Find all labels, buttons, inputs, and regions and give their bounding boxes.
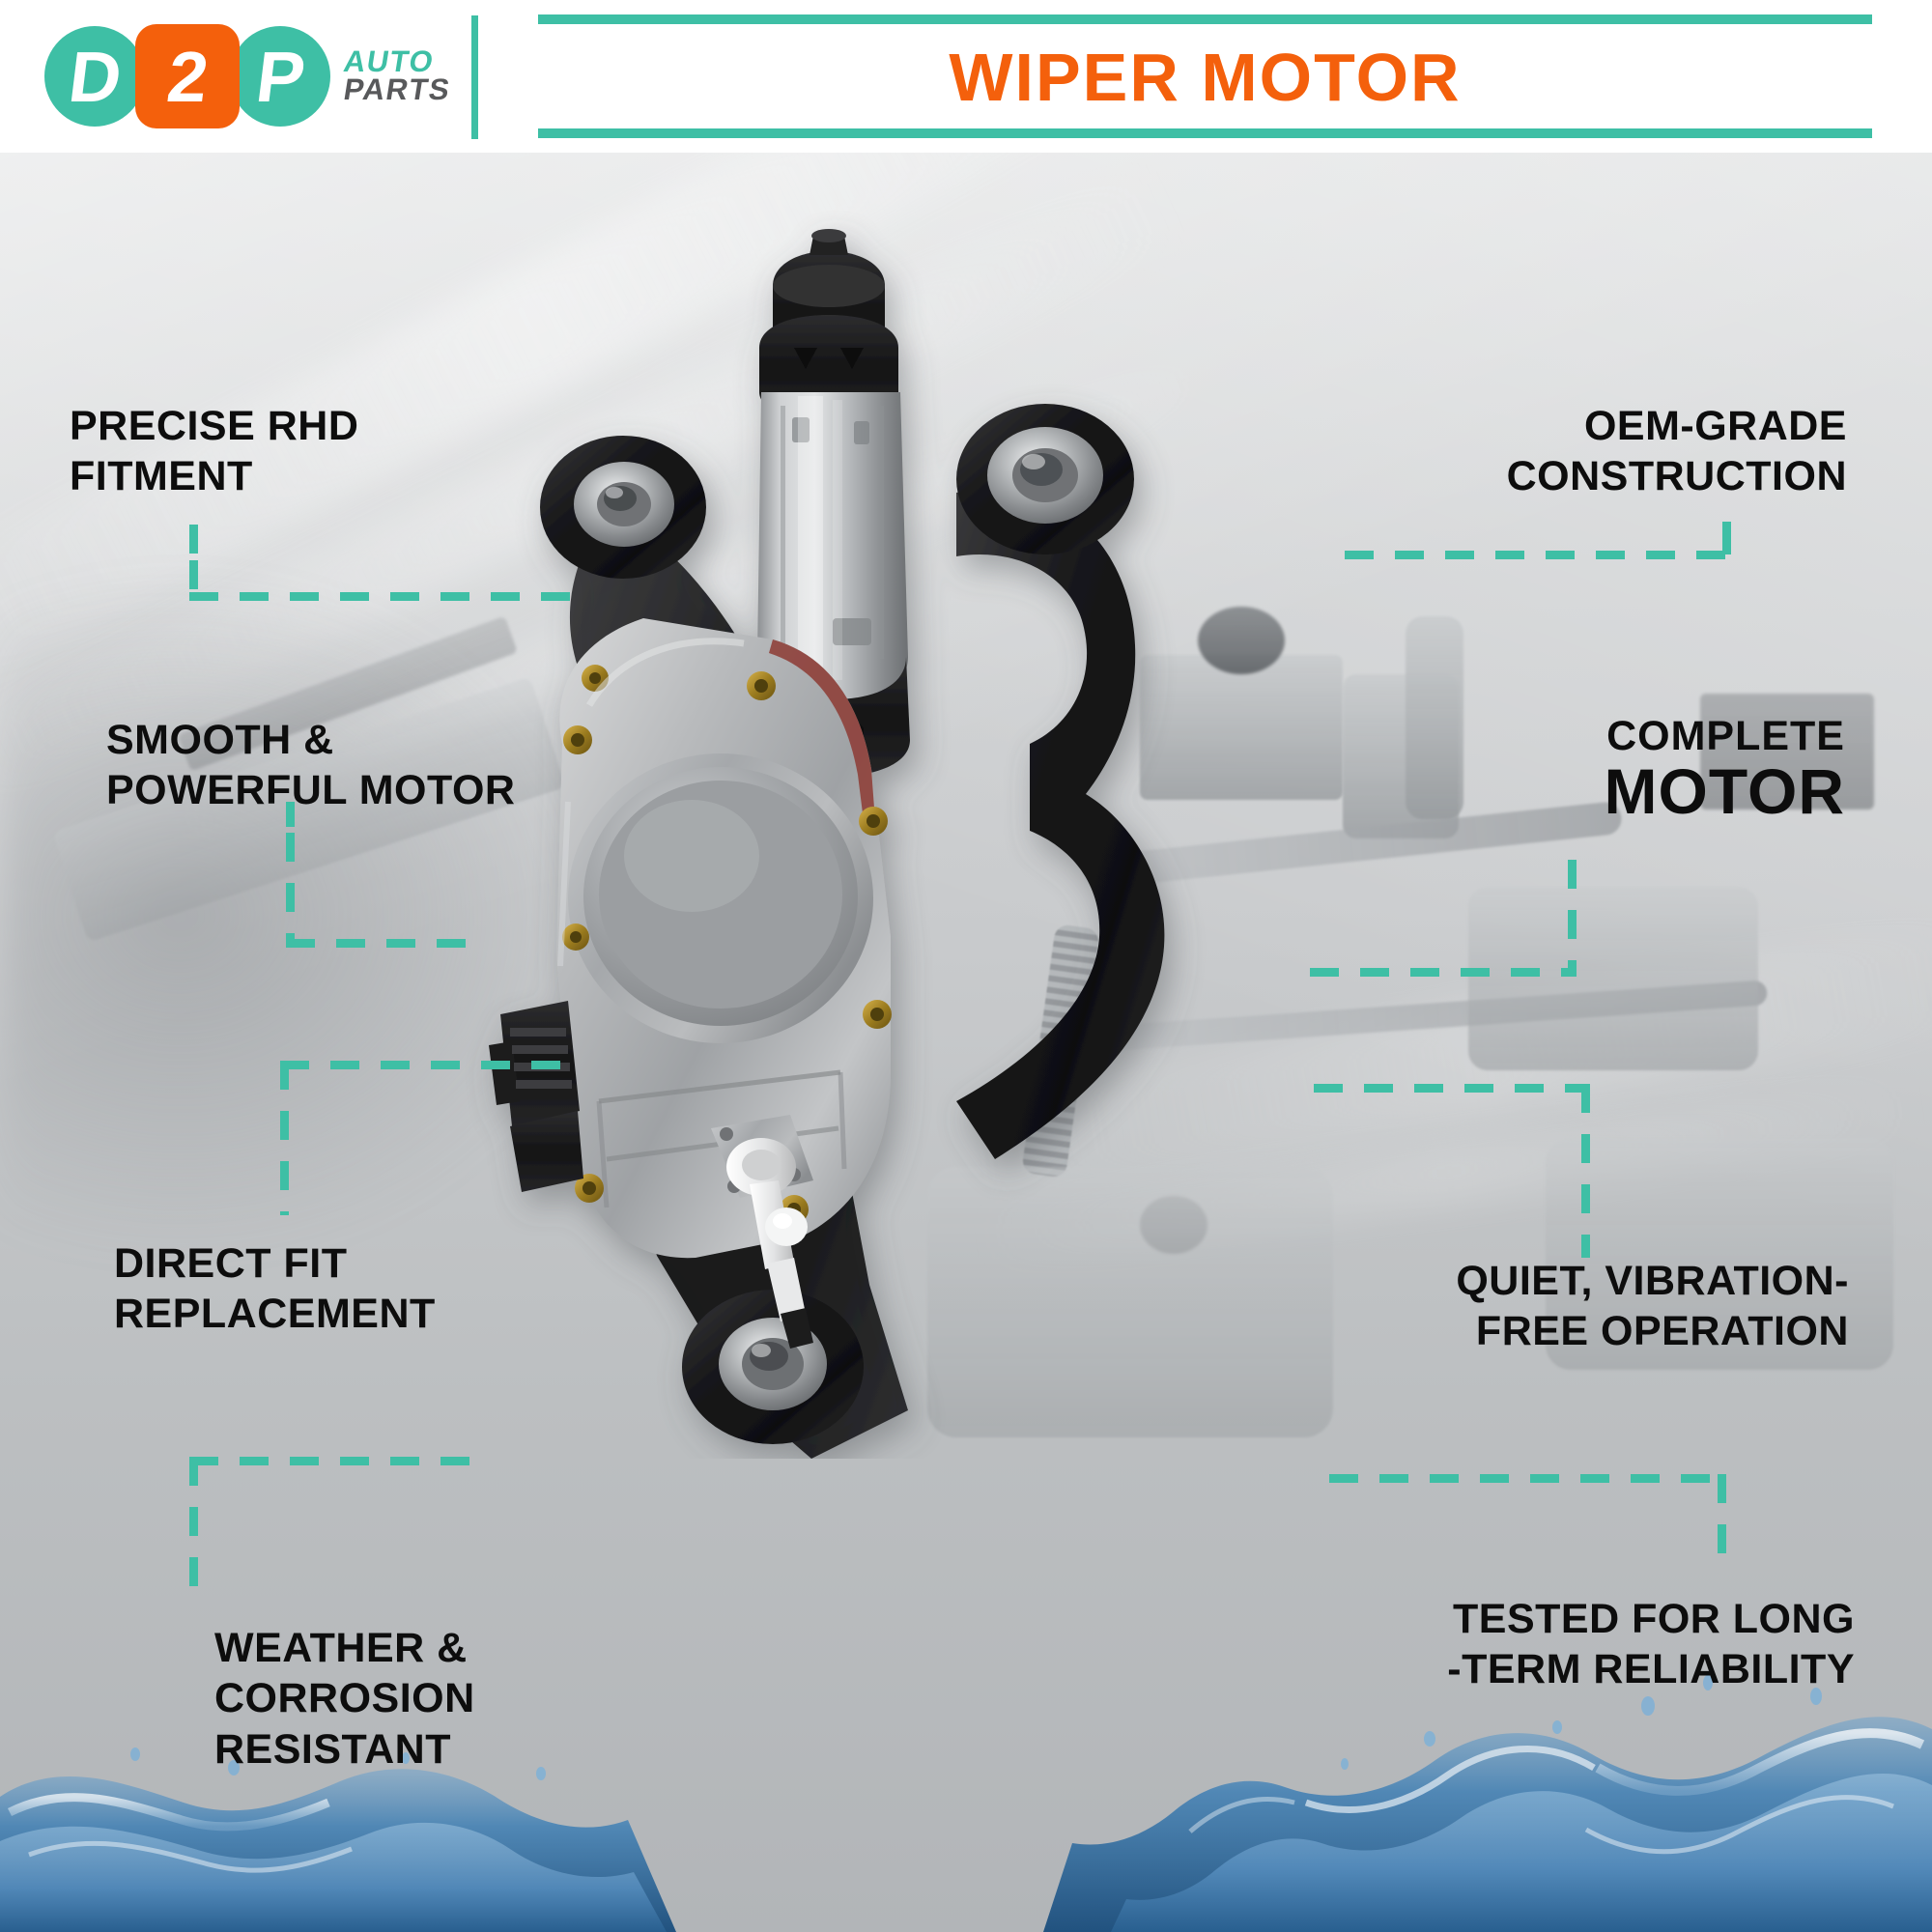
callout-line: FREE OPERATION <box>1475 1308 1849 1355</box>
callout-line: QUIET, VIBRATION- <box>1456 1258 1849 1304</box>
logo-letter-p-text: P <box>252 36 308 117</box>
engine-bay-component <box>1468 887 1758 1070</box>
logo-word-parts: PARTS <box>341 72 454 106</box>
logo-letter-2-text: 2 <box>163 36 212 117</box>
logo-letter-d: D <box>44 26 145 127</box>
title-rule-bottom <box>538 128 1872 138</box>
callout-line: DIRECT FIT <box>114 1240 348 1287</box>
photo-shadow <box>0 568 599 1264</box>
logo-letter-d-text: D <box>65 36 125 117</box>
connector-arm <box>286 939 475 948</box>
callout-line: CONSTRUCTION <box>1506 453 1847 500</box>
product-image-wiper-motor <box>489 229 1165 1459</box>
callout-precise-rhd-fitment: PRECISE RHD FITMENT <box>70 401 358 502</box>
callout-line: SMOOTH & <box>106 717 334 763</box>
engine-bay-component <box>1406 616 1463 819</box>
connector-stem <box>1568 860 1577 974</box>
callout-line: OEM-GRADE <box>1583 403 1847 449</box>
page-title: WIPER MOTOR <box>949 40 1462 115</box>
callout-complete-motor: COMPLETE MOTOR <box>1604 713 1845 828</box>
callout-line: REPLACEMENT <box>114 1291 436 1338</box>
connector-arm <box>1314 1084 1590 1093</box>
connector-arm <box>1329 1474 1725 1483</box>
logo-letter-2: 2 <box>135 24 240 128</box>
connector-arm <box>280 1061 570 1069</box>
callout-line: TESTED FOR LONG <box>1453 1596 1855 1642</box>
connector-stem <box>189 560 198 601</box>
callout-tested-long-term-reliability: TESTED FOR LONG -TERM RELIABILITY <box>1447 1594 1855 1695</box>
connector-stem <box>286 833 295 947</box>
connector-tick <box>286 802 295 827</box>
engine-bay-component <box>1198 607 1285 674</box>
connector-stem <box>1581 1084 1590 1258</box>
callout-weather-corrosion-resistant: WEATHER & CORROSION RESISTANT <box>214 1623 475 1775</box>
logo-marks: D 2 P <box>44 24 330 128</box>
callout-line: PRECISE RHD <box>70 403 359 449</box>
header-vertical-divider <box>471 15 478 139</box>
callout-quiet-vibration-free-operation: QUIET, VIBRATION- FREE OPERATION <box>1456 1256 1849 1357</box>
connector-stem <box>1718 1474 1726 1573</box>
logo-letter-p: P <box>230 26 330 127</box>
connector-stem <box>189 1457 198 1604</box>
callout-line: COMPLETE <box>1606 713 1845 759</box>
callout-line: CORROSION <box>214 1675 475 1722</box>
logo-wordmark: AUTO PARTS <box>341 44 454 106</box>
connector-tick <box>189 525 198 554</box>
connector-arm <box>189 1457 479 1465</box>
connector-stem <box>280 1061 289 1215</box>
connector-tick <box>1722 522 1731 554</box>
title-rule-top <box>538 14 1872 24</box>
callout-line: RESISTANT <box>214 1725 451 1773</box>
page-header: D 2 P AUTO PARTS WIPER MOTOR <box>0 0 1932 153</box>
engine-bay-component <box>927 1167 1333 1437</box>
callout-line: WEATHER & <box>214 1625 468 1671</box>
brand-logo[interactable]: D 2 P AUTO PARTS <box>0 0 471 153</box>
connector-arm <box>189 592 572 601</box>
engine-bay-component <box>1140 655 1343 800</box>
engine-bay-component <box>1546 1138 1893 1370</box>
connector-arm <box>1345 551 1731 559</box>
callout-direct-fit-replacement: DIRECT FIT REPLACEMENT <box>114 1238 436 1340</box>
callout-line: FITMENT <box>70 453 253 500</box>
engine-bay-component <box>1700 694 1874 810</box>
title-zone: WIPER MOTOR <box>478 0 1932 153</box>
connector-arm <box>1310 968 1577 977</box>
callout-line: MOTOR <box>1604 755 1845 828</box>
engine-bay-component <box>1140 1196 1208 1254</box>
callout-oem-grade-construction: OEM-GRADE CONSTRUCTION <box>1507 401 1847 502</box>
callout-line: -TERM RELIABILITY <box>1447 1646 1855 1693</box>
callout-line: POWERFUL MOTOR <box>106 767 516 814</box>
callout-smooth-powerful-motor: SMOOTH & POWERFUL MOTOR <box>106 715 515 816</box>
